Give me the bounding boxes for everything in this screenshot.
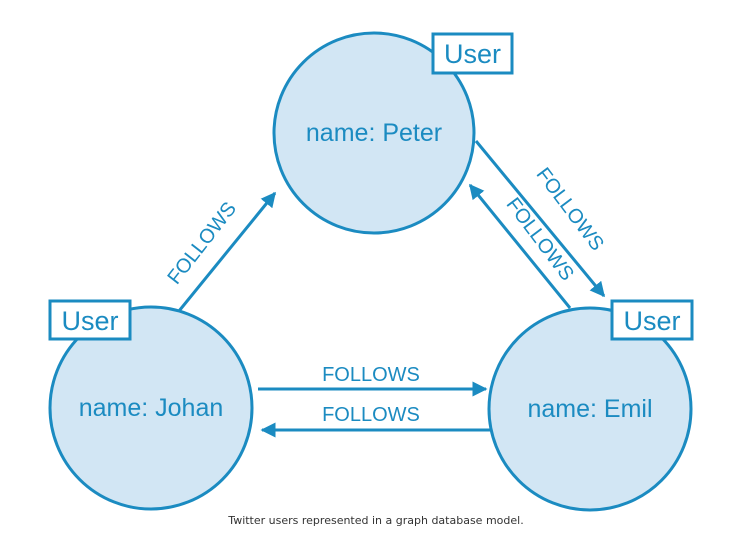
edge-label: FOLLOWS [322, 404, 420, 426]
node-peter: name: Peter User [272, 31, 514, 235]
node-label: User [444, 39, 501, 69]
edge-emil-follows-johan: FOLLOWS [260, 404, 490, 438]
node-emil: name: Emil User [487, 299, 694, 512]
node-label-box [48, 299, 132, 341]
edge-johan-follows-emil: FOLLOWS [258, 364, 488, 397]
node-label: User [61, 306, 118, 336]
node-property: name: Emil [527, 395, 652, 423]
node-label: User [623, 306, 680, 336]
edge-johan-follows-peter: FOLLOWS [163, 191, 277, 312]
node-circle [487, 306, 693, 512]
figure-caption: Twitter users represented in a graph dat… [228, 514, 524, 527]
node-label-box [431, 32, 514, 75]
node-property: name: Peter [306, 119, 442, 147]
node-property: name: Johan [79, 394, 224, 422]
node-label-box [610, 299, 694, 341]
node-circle [48, 305, 254, 511]
edge-label: FOLLOWS [163, 198, 241, 289]
node-circle [272, 31, 476, 235]
edge-label: FOLLOWS [322, 364, 420, 386]
node-johan: name: Johan User [48, 299, 254, 511]
